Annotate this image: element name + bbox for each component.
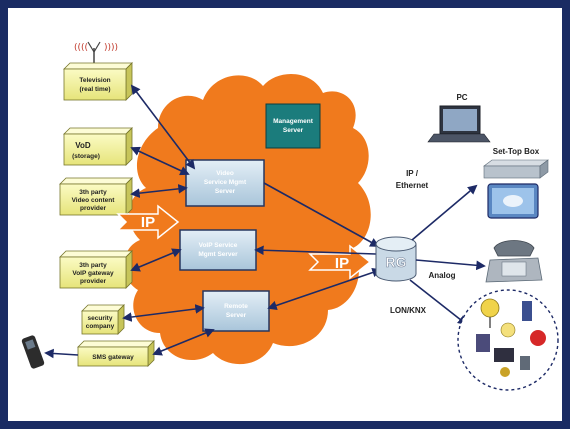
- svg-text:(storage): (storage): [72, 153, 100, 160]
- svg-text:provider: provider: [80, 278, 106, 285]
- label-pc: PC: [456, 93, 467, 102]
- svg-text:(real time): (real time): [79, 86, 110, 93]
- switch-icon: [522, 301, 532, 321]
- svg-text:Television: Television: [79, 77, 110, 84]
- svg-text:Video content: Video content: [72, 197, 116, 204]
- label-analog: Analog: [428, 271, 455, 280]
- left-box-security-company: security company: [81, 304, 125, 335]
- ip-arrow-left: IP: [116, 204, 180, 240]
- door-sensor-icon: [500, 367, 510, 377]
- svg-text:Server: Server: [226, 312, 247, 319]
- diagram-canvas: Management Server Video Service Mgmt Ser…: [8, 8, 562, 421]
- alarm-icon: [530, 330, 546, 346]
- svg-text:)))): )))): [104, 43, 118, 53]
- telephone-icon: [485, 240, 543, 283]
- svg-text:3th party: 3th party: [79, 189, 107, 196]
- window-icon: [494, 348, 514, 362]
- left-box-television: Television (real time): [63, 62, 133, 101]
- management-line2: Server: [283, 127, 304, 134]
- connector-lines-right: [409, 184, 486, 326]
- bulb-icon: [500, 322, 516, 338]
- lamp-icon: [480, 298, 500, 328]
- management-server: Management Server: [265, 103, 321, 149]
- svg-text:3th party: 3th party: [79, 262, 107, 269]
- label-ip-ethernet-2: Ethernet: [396, 181, 429, 190]
- svg-text:Video: Video: [216, 170, 234, 177]
- svg-text:VoIP Service: VoIP Service: [199, 242, 238, 249]
- svg-text:RG: RG: [386, 254, 407, 270]
- left-box-video-content-provider: 3th party Video content provider: [59, 177, 133, 216]
- set-top-box-icon: [483, 159, 549, 219]
- connector-lines-left: [44, 84, 215, 359]
- left-box-sms-gateway: SMS gateway: [77, 340, 155, 367]
- svg-text:SMS gateway: SMS gateway: [92, 354, 134, 361]
- label-set-top-box: Set-Top Box: [493, 147, 540, 156]
- label-ip-ethernet-1: IP /: [406, 169, 419, 178]
- svg-text:security: security: [88, 315, 113, 322]
- svg-text:Mgmt Server: Mgmt Server: [198, 251, 238, 258]
- sensor-icon: [476, 334, 490, 352]
- home-devices-circle: [457, 289, 559, 391]
- mobile-phone-icon: [21, 335, 45, 369]
- svg-text:IP: IP: [335, 255, 349, 272]
- video-mgmt-server: Video Service Mgmt Server: [185, 159, 265, 207]
- svg-text:company: company: [86, 323, 115, 330]
- management-line1: Management: [273, 118, 314, 125]
- svg-text:IP: IP: [141, 214, 155, 231]
- label-lon-knx: LON/KNX: [390, 306, 427, 315]
- left-box-vod: VoD (storage): [63, 127, 133, 166]
- svg-text:((((: ((((: [74, 43, 88, 53]
- left-box-voip-gateway-provider: 3th party VoIP gateway provider: [59, 250, 133, 289]
- network-diagram: Management Server Video Service Mgmt Ser…: [21, 41, 559, 391]
- connector-lines-rg: [254, 182, 382, 311]
- thermostat-icon: [520, 356, 530, 370]
- laptop-icon: [427, 105, 491, 143]
- residential-gateway: RG: [375, 236, 417, 282]
- svg-text:Remote: Remote: [224, 303, 248, 310]
- svg-text:provider: provider: [80, 205, 106, 212]
- svg-text:VoIP gateway: VoIP gateway: [72, 270, 114, 277]
- svg-text:VoD: VoD: [75, 141, 91, 150]
- voip-mgmt-server: VoIP Service Mgmt Server: [179, 229, 257, 271]
- svg-text:Service Mgmt: Service Mgmt: [204, 179, 247, 186]
- svg-text:Server: Server: [215, 188, 236, 195]
- remote-server: Remote Server: [202, 290, 270, 332]
